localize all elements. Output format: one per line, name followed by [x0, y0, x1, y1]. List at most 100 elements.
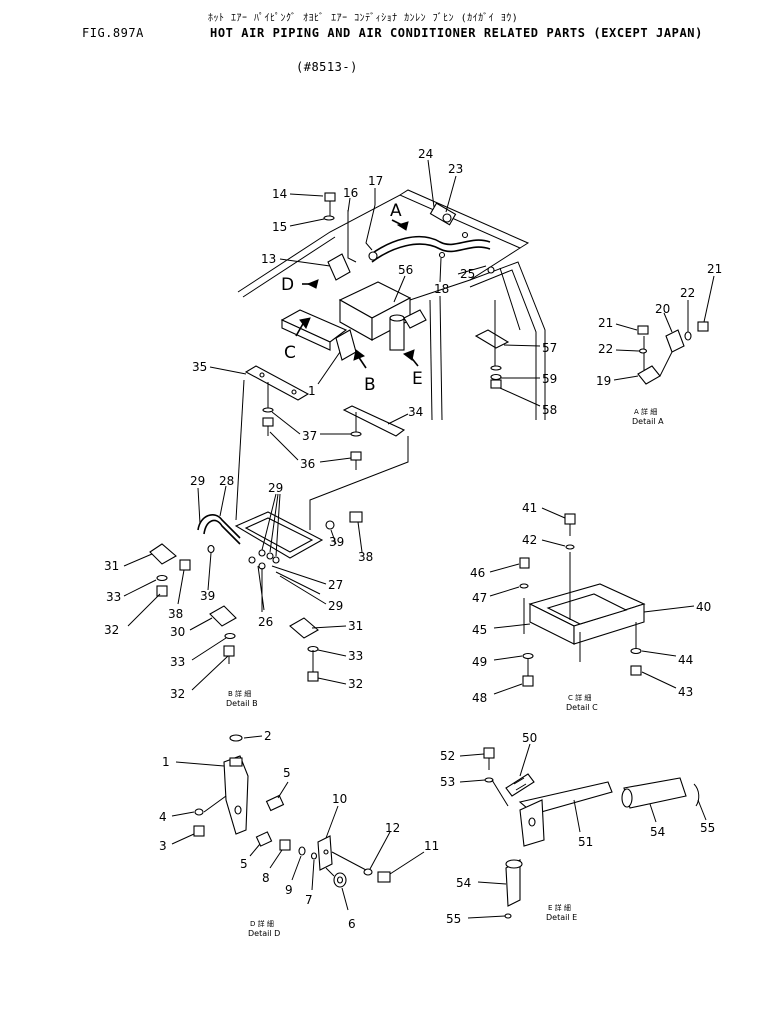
callouts-detail-c: 41 42 46 47 40 45 49 44 43 48: [470, 501, 711, 705]
callout-34: 34: [408, 405, 423, 419]
callout-33-b2: 33: [170, 655, 185, 669]
callouts-main: 24 23 14 16 17 15 13 56 25 18 1 57 59 58…: [192, 147, 557, 471]
callout-29-b3: 29: [328, 599, 343, 613]
callout-21-a: 21: [707, 262, 722, 276]
callout-15: 15: [272, 220, 287, 234]
callout-1-main: 1: [308, 384, 316, 398]
view-letter-b: B: [364, 375, 376, 395]
title-kana: ﾎｯﾄ ｴｱｰ ﾊﾟｲﾋﾟﾝｸﾞ ｵﾖﾋﾞ ｴｱｰ ｺﾝﾃﾞｨｼｮﾅ ｶﾝﾚﾝ …: [208, 13, 519, 24]
callout-32-b2: 32: [170, 687, 185, 701]
detail-captions: A 詳 細 Detail A B 詳 細 Detail B C 詳 細 Deta…: [226, 407, 664, 938]
detail-a-label: Detail A: [632, 417, 664, 426]
callout-4: 4: [159, 810, 167, 824]
detail-b: [149, 511, 363, 682]
callout-35: 35: [192, 360, 207, 374]
callout-55-e2: 55: [446, 912, 461, 926]
detail-a: [637, 321, 709, 385]
callout-59: 59: [542, 372, 557, 386]
callout-6: 6: [348, 917, 356, 931]
callout-21-b: 21: [598, 316, 613, 330]
detail-d-label: Detail D: [248, 929, 280, 938]
callout-29-b2: 29: [268, 481, 283, 495]
serial-range: (#8513-): [296, 60, 358, 74]
callout-11: 11: [424, 839, 439, 853]
callout-22-b: 22: [598, 342, 613, 356]
callout-38-b2: 38: [358, 550, 373, 564]
detail-b-label: Detail B: [226, 699, 258, 708]
callout-45: 45: [472, 623, 487, 637]
callout-5-d1: 5: [283, 766, 291, 780]
callout-41: 41: [522, 501, 537, 515]
callout-46: 46: [470, 566, 485, 580]
view-letter-d: D: [281, 275, 294, 295]
view-letter-e: E: [412, 369, 423, 389]
callout-24: 24: [418, 147, 433, 161]
view-letter-a: A: [390, 201, 402, 221]
callout-8: 8: [262, 871, 270, 885]
detail-e-label: Detail E: [546, 913, 577, 922]
callout-28: 28: [219, 474, 234, 488]
callouts-detail-b: 29 28 29 31 33 38 39 39 38 27 26 29 32 3…: [104, 474, 373, 701]
callout-49: 49: [472, 655, 487, 669]
callout-13: 13: [261, 252, 276, 266]
callout-25: 25: [460, 267, 475, 281]
view-letters: A B C D E: [281, 201, 423, 395]
detail-a-jp: A 詳 細: [634, 407, 657, 416]
callout-43: 43: [678, 685, 693, 699]
callout-29-b1: 29: [190, 474, 205, 488]
callout-32-b3: 32: [348, 677, 363, 691]
view-letter-c: C: [284, 343, 296, 363]
detail-d: [193, 734, 391, 888]
detail-c: [519, 513, 646, 687]
callout-54-e1: 54: [650, 825, 665, 839]
callouts-detail-e: 52 50 53 51 54 55 54 55: [440, 731, 715, 926]
callout-42: 42: [522, 533, 537, 547]
callout-37: 37: [302, 429, 317, 443]
callout-31-b1: 31: [104, 559, 119, 573]
callout-40: 40: [696, 600, 711, 614]
callout-38-b1: 38: [168, 607, 183, 621]
callout-3: 3: [159, 839, 167, 853]
callout-52: 52: [440, 749, 455, 763]
callout-39-b2: 39: [329, 535, 344, 549]
callout-10: 10: [332, 792, 347, 806]
callout-7: 7: [305, 893, 313, 907]
callout-54-e2: 54: [456, 876, 471, 890]
figure-number: FIG.897A: [82, 26, 144, 40]
callout-9: 9: [285, 883, 293, 897]
callout-12: 12: [385, 821, 400, 835]
main-assembly: [235, 189, 546, 530]
detail-e: [483, 747, 700, 919]
callout-20: 20: [655, 302, 670, 316]
callout-33-b1: 33: [106, 590, 121, 604]
callout-16: 16: [343, 186, 358, 200]
callout-5-d2: 5: [240, 857, 248, 871]
callout-22-a: 22: [680, 286, 695, 300]
figure-title: HOT AIR PIPING AND AIR CONDITIONER RELAT…: [210, 26, 703, 40]
detail-c-label: Detail C: [566, 703, 598, 712]
callout-14: 14: [272, 187, 287, 201]
callout-31-b2: 31: [348, 619, 363, 633]
callout-17: 17: [368, 174, 383, 188]
callout-27: 27: [328, 578, 343, 592]
callout-30: 30: [170, 625, 185, 639]
callout-47: 47: [472, 591, 487, 605]
callout-32-b1: 32: [104, 623, 119, 637]
callout-2: 2: [264, 729, 272, 743]
callout-26: 26: [258, 615, 273, 629]
callout-55-e1: 55: [700, 821, 715, 835]
callout-48: 48: [472, 691, 487, 705]
callout-1-d: 1: [162, 755, 170, 769]
callout-51: 51: [578, 835, 593, 849]
callout-56: 56: [398, 263, 413, 277]
callout-50: 50: [522, 731, 537, 745]
callout-58: 58: [542, 403, 557, 417]
detail-c-jp: C 詳 細: [568, 693, 591, 702]
callout-36: 36: [300, 457, 315, 471]
callout-19: 19: [596, 374, 611, 388]
callout-18: 18: [434, 282, 449, 296]
callout-23: 23: [448, 162, 463, 176]
callout-53: 53: [440, 775, 455, 789]
callout-57: 57: [542, 341, 557, 355]
